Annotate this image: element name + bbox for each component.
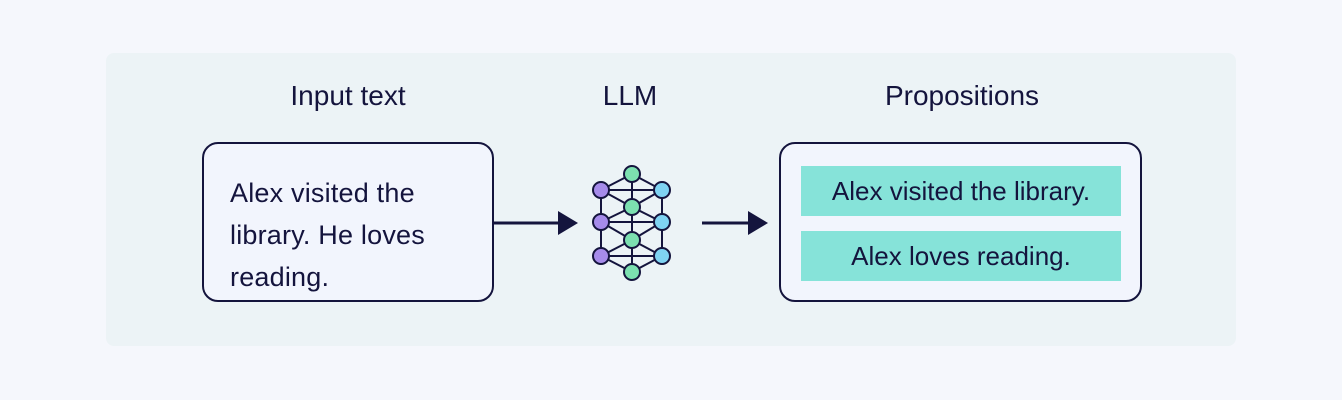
input-heading: Input text [290,80,406,111]
input-text-box: Alex visited the library. He loves readi… [202,142,494,302]
propositions-box: Alex visited the library. Alex loves rea… [779,142,1142,302]
propositions-heading: Propositions [884,80,1040,111]
proposition-item: Alex loves reading. [801,231,1121,281]
llm-heading: LLM [602,80,658,111]
neural-network-icon [592,165,671,281]
arrow-right-icon [702,211,768,235]
input-text: Alex visited the library. He loves readi… [230,178,425,292]
proposition-item: Alex visited the library. [801,166,1121,216]
arrow-right-icon [494,211,578,235]
